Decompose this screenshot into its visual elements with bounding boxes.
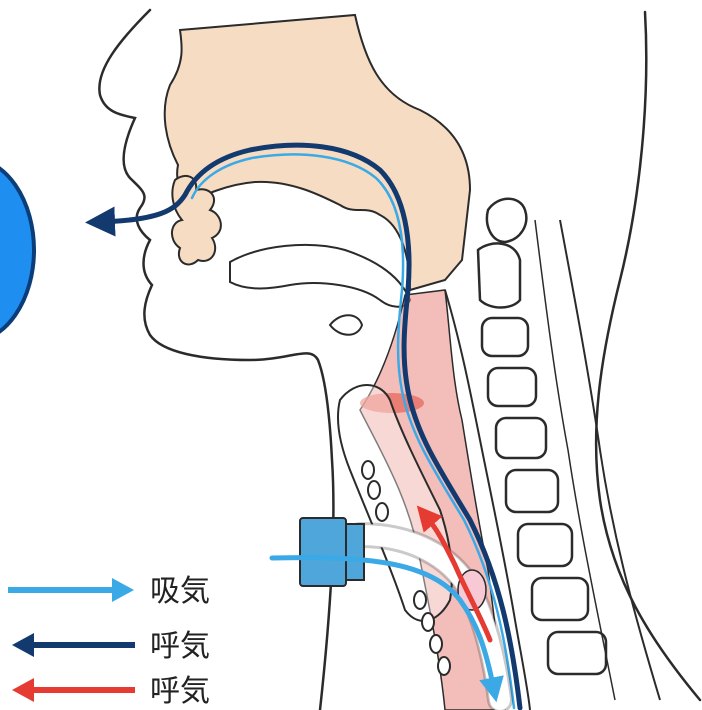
spinal-column-line [560, 220, 660, 700]
spinal-column-line-inner [535, 220, 615, 700]
legend-label-exhale-navy: 呼気 [150, 629, 210, 664]
legend-item-inhale: 吸気 [8, 574, 210, 609]
legend-label-exhale-red: 呼気 [150, 674, 210, 709]
tube-connector [300, 518, 364, 586]
legend-item-exhale-red: 呼気 [12, 674, 210, 709]
back-of-neck-outline [596, 12, 700, 700]
legend: 吸気 呼気 呼気 [8, 574, 210, 709]
legend-item-exhale-navy: 呼気 [12, 629, 210, 664]
legend-label-inhale: 吸気 [150, 574, 210, 609]
hyoid-shape [330, 315, 362, 335]
blue-circle-badge [0, 158, 34, 342]
tongue-region [230, 245, 410, 307]
